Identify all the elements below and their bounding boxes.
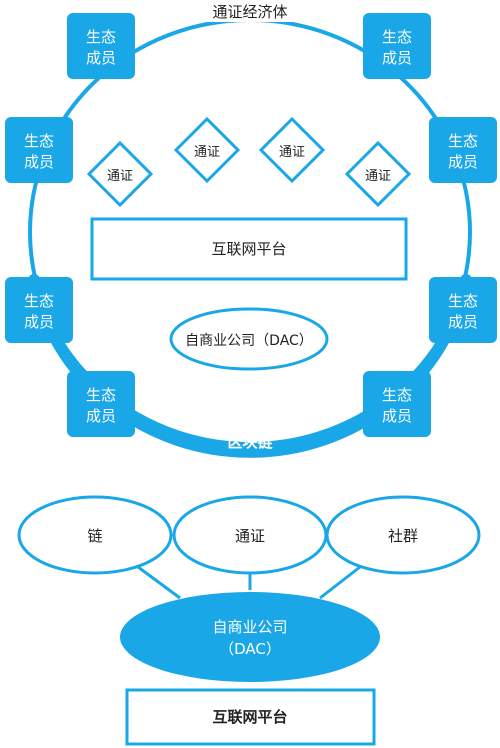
member-box-2: 生态 成员 bbox=[363, 13, 431, 79]
connector-community bbox=[319, 565, 361, 600]
dac-label-bottom-line1: 自商业公司 bbox=[212, 618, 287, 636]
token-diamond-1: 通证 bbox=[86, 140, 154, 208]
member-label-line1: 生态 bbox=[382, 386, 412, 404]
member-box-4: 生态 成员 bbox=[429, 117, 497, 183]
dac-ellipse-top: 自商业公司（DAC） bbox=[169, 307, 329, 371]
token-label: 通证 bbox=[194, 145, 220, 160]
circle-chain: 链 bbox=[17, 495, 173, 575]
member-label-line2: 成员 bbox=[448, 313, 478, 331]
member-label-line2: 成员 bbox=[86, 407, 116, 425]
member-box-3: 生态 成员 bbox=[5, 117, 73, 183]
dac-ellipse-bottom: 自商业公司 （DAC） bbox=[120, 592, 380, 682]
token-diamond-2: 通证 bbox=[173, 116, 241, 184]
member-label-line2: 成员 bbox=[86, 49, 116, 67]
token-label: 通证 bbox=[107, 169, 133, 184]
member-label-line1: 生态 bbox=[24, 292, 54, 310]
member-label-line2: 成员 bbox=[382, 407, 412, 425]
ring-label-bg bbox=[198, 0, 302, 22]
token-label: 通证 bbox=[365, 169, 391, 184]
dac-label-bottom-line2: （DAC） bbox=[219, 640, 281, 658]
blockchain-label: 区块链 bbox=[227, 433, 273, 451]
platform-box-top: 互联网平台 bbox=[90, 217, 408, 281]
member-box-1: 生态 成员 bbox=[67, 13, 135, 79]
member-label-line1: 生态 bbox=[448, 292, 478, 310]
token-diamond-4: 通证 bbox=[344, 140, 412, 208]
member-label-line2: 成员 bbox=[24, 153, 54, 171]
token-label: 通证 bbox=[279, 145, 305, 160]
circle-token-label: 通证 bbox=[235, 527, 265, 545]
member-label-line2: 成员 bbox=[448, 153, 478, 171]
member-label-line1: 生态 bbox=[86, 386, 116, 404]
token-diamond-3: 通证 bbox=[258, 116, 326, 184]
circle-token: 通证 bbox=[172, 495, 328, 575]
ring-label: 通证经济体 bbox=[212, 3, 287, 21]
platform-box-bottom: 互联网平台 bbox=[125, 688, 376, 746]
platform-label-top: 互联网平台 bbox=[211, 240, 286, 258]
platform-label-bottom: 互联网平台 bbox=[212, 708, 287, 726]
member-label-line1: 生态 bbox=[24, 132, 54, 150]
member-label-line1: 生态 bbox=[382, 28, 412, 46]
member-label-line1: 生态 bbox=[86, 28, 116, 46]
connector-chain bbox=[137, 565, 181, 600]
circle-chain-label: 链 bbox=[87, 527, 102, 545]
dac-label-top: 自商业公司（DAC） bbox=[185, 333, 313, 349]
circle-community-label: 社群 bbox=[388, 527, 418, 545]
member-label-line2: 成员 bbox=[382, 49, 412, 67]
member-label-line1: 生态 bbox=[448, 132, 478, 150]
circle-community: 社群 bbox=[325, 495, 481, 575]
member-box-8: 生态 成员 bbox=[363, 371, 431, 437]
blockchain-arc bbox=[28, 274, 472, 458]
member-box-6: 生态 成员 bbox=[429, 277, 497, 343]
member-label-line2: 成员 bbox=[24, 313, 54, 331]
member-box-7: 生态 成员 bbox=[67, 371, 135, 437]
member-box-5: 生态 成员 bbox=[5, 277, 73, 343]
